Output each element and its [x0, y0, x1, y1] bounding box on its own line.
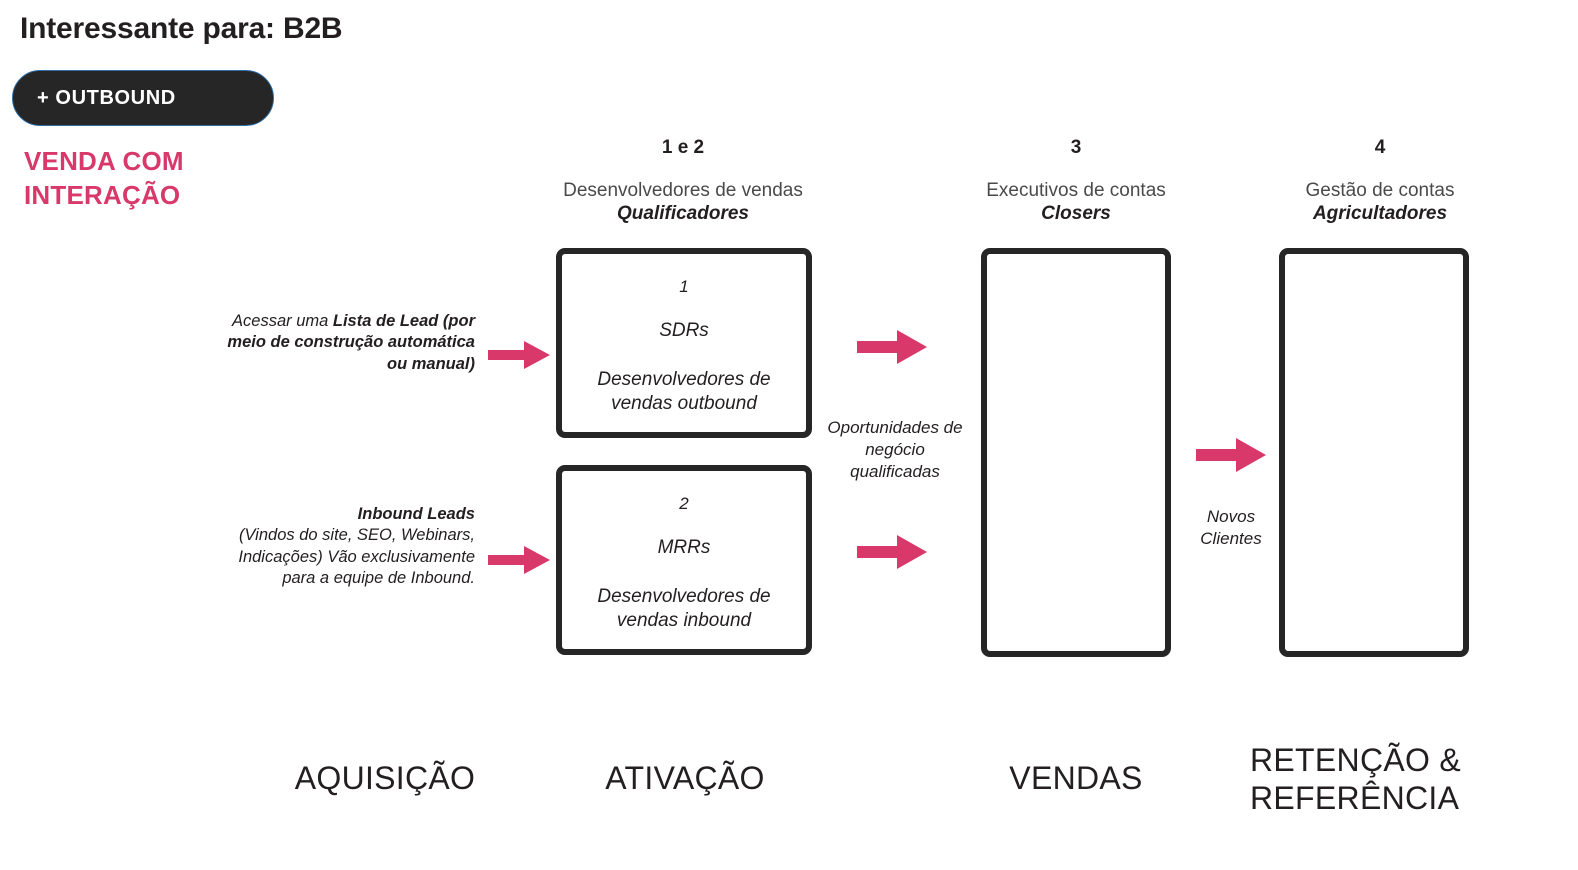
process-box-content: 2 MRRs Desenvolvedores de vendas inbound: [562, 495, 806, 634]
column-role-title: Gestão de contas: [1305, 180, 1455, 201]
column-number: 4: [1374, 137, 1386, 158]
outbound-badge[interactable]: + OUTBOUND: [12, 70, 274, 126]
process-box-description-line: Desenvolvedores de: [597, 369, 771, 390]
process-box-account-executives[interactable]: [981, 248, 1171, 657]
column-role-alias: Agricultadores: [1312, 203, 1448, 225]
stage-label-vendas: VENDAS: [1009, 760, 1143, 796]
process-box-description-line: vendas outbound: [611, 393, 757, 415]
process-box-number: 2: [679, 494, 689, 513]
page-title: Interessante para: B2B: [20, 12, 343, 45]
column-role-title: Desenvolvedores de vendas: [563, 180, 803, 201]
process-box-number: 1: [679, 277, 689, 296]
column-number: 3: [1070, 137, 1082, 158]
source-caption-detail: (Vindos do site, SEO, Webinars, Indicaçõ…: [238, 526, 475, 588]
flow-caption-new-clients: Novos Clientes: [1200, 507, 1262, 549]
process-box-content: 1 SDRs Desenvolvedores de vendas outboun…: [562, 278, 806, 417]
source-caption-prefix: Acessar uma: [232, 312, 333, 330]
source-caption-lead-list: Acessar uma Lista de Lead (por meio de c…: [225, 311, 475, 375]
process-box-mrr[interactable]: 2 MRRs Desenvolvedores de vendas inbound: [556, 465, 812, 655]
arrow-right-icon: [488, 536, 552, 589]
column-number: 1 e 2: [661, 137, 705, 158]
stage-label-aquisicao: AQUISIÇÃO: [294, 760, 476, 796]
process-box-name: MRRs: [657, 537, 711, 558]
process-box-description-line: vendas inbound: [616, 610, 752, 632]
sales-mode-label: VENDA COM INTERAÇÃO: [24, 146, 184, 211]
process-box-description: Desenvolvedores de vendas outbound: [562, 368, 806, 417]
outbound-badge-label: + OUTBOUND: [37, 86, 176, 109]
column-header-farmers: 4 Gestão de contas Agricultadores: [1230, 138, 1530, 225]
stage-label-ativacao: ATIVAÇÃO: [605, 760, 765, 796]
arrow-right-icon: [1196, 428, 1268, 487]
source-caption-emphasis: Lista de Lead (por meio de construção au…: [227, 312, 475, 373]
process-box-account-management[interactable]: [1279, 248, 1469, 657]
source-caption-inbound: Inbound Leads (Vindos do site, SEO, Webi…: [205, 504, 475, 590]
column-role-alias: Qualificadores: [617, 203, 749, 225]
column-header-qualifiers: 1 e 2 Desenvolvedores de vendas Qualific…: [533, 138, 833, 225]
process-box-name: SDRs: [659, 320, 709, 341]
column-role-alias: Closers: [1041, 203, 1111, 225]
column-header-closers: 3 Executivos de contas Closers: [926, 138, 1226, 225]
source-caption-emphasis: Inbound Leads: [357, 505, 475, 523]
column-role-title: Executivos de contas: [986, 180, 1166, 201]
process-box-sdr[interactable]: 1 SDRs Desenvolvedores de vendas outboun…: [556, 248, 812, 438]
arrow-right-icon: [857, 320, 929, 379]
process-box-description-line: Desenvolvedores de: [597, 586, 771, 607]
stage-label-retencao: RETENÇÃO & REFERÊNCIA: [1250, 742, 1462, 816]
arrow-right-icon: [857, 525, 929, 584]
arrow-right-icon: [488, 331, 552, 384]
flow-caption-qualified-opportunities: Oportunidades de negócio qualificadas: [827, 418, 963, 482]
process-box-description: Desenvolvedores de vendas inbound: [562, 585, 806, 634]
